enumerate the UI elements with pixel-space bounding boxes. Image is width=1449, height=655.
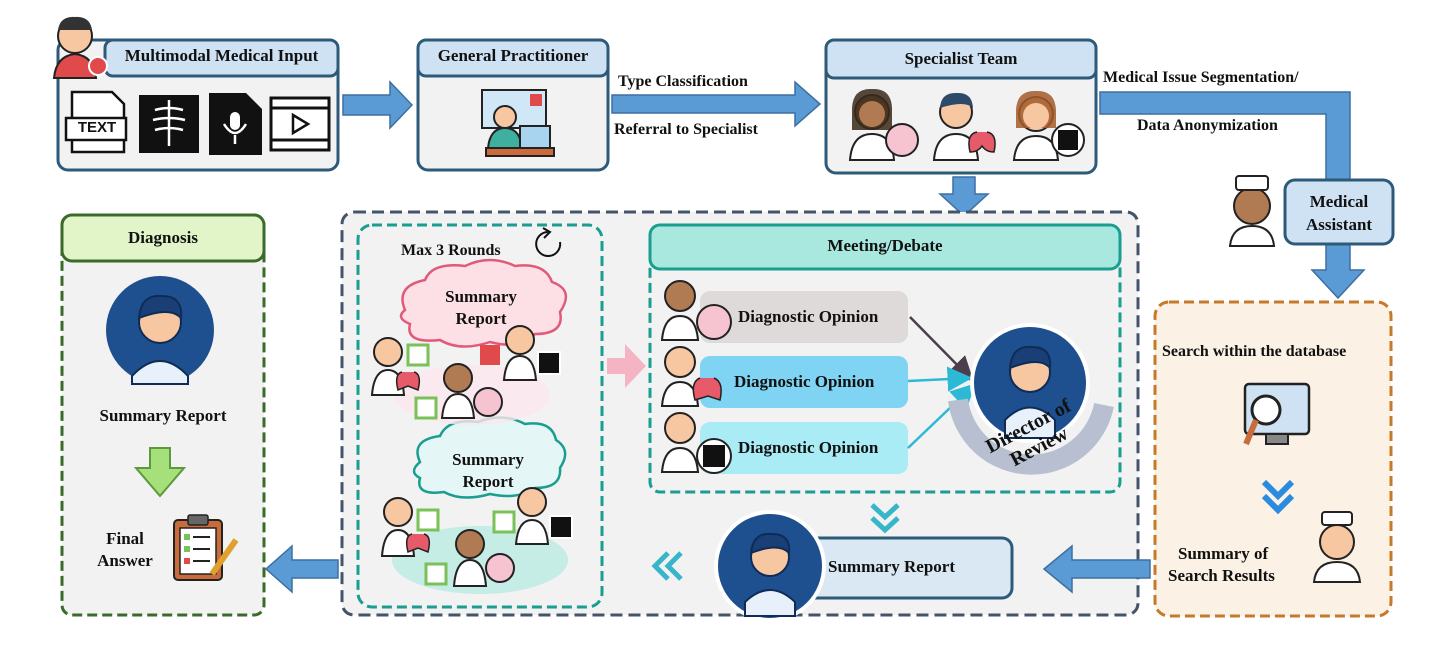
assistant-label: Medical Assistant — [1285, 190, 1393, 236]
final-answer-label: Final Answer — [90, 528, 160, 572]
director-avatar-icon — [1004, 345, 1056, 439]
referral-label: Referral to Specialist — [614, 121, 758, 138]
final-answer-line1: Final — [106, 529, 144, 548]
opinion-3-arrow — [907, 383, 976, 449]
summary-doctor-icon — [744, 532, 796, 617]
video-file-icon — [269, 96, 331, 152]
diagnosis-title: Diagnosis — [128, 228, 198, 247]
specialist-radiology-icon — [1012, 90, 1085, 161]
cloud-1-text: Summary Report — [415, 286, 547, 330]
type-classification-label: Type Classification — [618, 73, 748, 90]
text-icon-label: TEXT — [77, 119, 117, 136]
check-icon — [492, 510, 516, 534]
cloud-2-line1: Summary — [452, 450, 524, 469]
summary-report-label: Summary Report — [828, 557, 956, 576]
meeting-lung-icon — [660, 346, 722, 407]
check-icon — [414, 396, 438, 420]
cloud-2-line2: Report — [462, 472, 514, 491]
database-summary-line1: Summary of — [1178, 544, 1269, 563]
opinion-bar-3 — [700, 422, 908, 474]
assistant-label-line1: Medical — [1309, 192, 1369, 211]
round2-doctor-lung-icon — [380, 497, 431, 557]
arrow-specialist-to-meeting — [938, 176, 990, 218]
opinion-2: Diagnostic Opinion — [734, 372, 875, 391]
chevron-left-summary-icon — [651, 551, 683, 581]
cloud-1 — [399, 258, 568, 348]
cloud-2-text: Summary Report — [422, 449, 554, 493]
audio-file-icon — [209, 93, 262, 155]
database-search-icon — [1243, 382, 1311, 446]
diagnosis-summary: Summary Report — [99, 406, 227, 425]
specialist-neuro-icon — [848, 88, 919, 161]
round1-doctor-lung-icon — [370, 337, 421, 396]
segmentation-label-line2: Data Anonymization — [1137, 117, 1278, 134]
patient-icon — [52, 16, 108, 79]
text-file-icon — [64, 90, 128, 154]
opinion-bar-2 — [700, 356, 908, 408]
arrow-gp-to-specialist — [611, 80, 822, 128]
check-icon — [416, 508, 440, 532]
diagnosis-doctor-icon — [131, 294, 189, 385]
round1-neuro-icon — [440, 363, 503, 419]
final-answer-line2: Answer — [97, 551, 153, 570]
opinion-bar-1 — [700, 291, 908, 343]
database-summary-label: Summary of Search Results — [1168, 543, 1275, 587]
assistant-box — [1283, 178, 1395, 246]
check-icon — [406, 343, 430, 367]
gp-title: General Practitioner — [437, 46, 589, 65]
assistant-nurse-icon — [1228, 175, 1276, 247]
specialist-header — [824, 38, 1098, 80]
specialist-title: Specialist Team — [904, 49, 1018, 68]
assistant-label-line2: Assistant — [1305, 215, 1373, 234]
green-down-arrow-icon — [133, 447, 187, 498]
arrow-database-to-summary — [1042, 544, 1151, 594]
cross-icon — [480, 345, 500, 365]
meeting-neuro-icon — [660, 280, 732, 341]
opinion-3: Diagnostic Opinion — [738, 438, 879, 457]
gp-icon — [481, 89, 555, 157]
meeting-radiology-icon — [660, 412, 732, 474]
cloud-1-line1: Summary — [445, 287, 517, 306]
clipboard-icon — [173, 514, 239, 581]
round1-radiology-icon — [502, 325, 561, 381]
database-search-label: Search within the database — [1162, 343, 1347, 360]
opinion-1: Diagnostic Opinion — [738, 307, 879, 326]
gp-header — [416, 38, 610, 78]
refresh-icon — [535, 231, 562, 257]
xray-icon — [139, 95, 199, 153]
chevron-down-meeting-icon — [870, 503, 900, 534]
round2-radiology-icon — [514, 487, 573, 545]
rounds-title: Max 3 Rounds — [401, 242, 501, 259]
arrow-input-to-gp — [342, 80, 414, 130]
database-summary-line2: Search Results — [1168, 566, 1275, 585]
specialist-lung-icon — [932, 92, 996, 161]
diagnosis-header — [60, 213, 266, 263]
round2-neuro-icon — [452, 529, 515, 587]
arrow-to-diagnosis — [264, 544, 339, 594]
arrow-rounds-to-meeting — [607, 344, 646, 388]
meeting-title: Meeting/Debate — [827, 236, 943, 255]
check-icon — [424, 562, 448, 586]
director-ribbon — [948, 398, 1114, 475]
database-nurse-icon — [1312, 511, 1362, 583]
cloud-1-line2: Report — [455, 309, 507, 328]
database-chevron-down-icon — [1261, 479, 1295, 515]
segmentation-label-line1: Medical Issue Segmentation/ — [1103, 69, 1299, 86]
input-header — [103, 38, 340, 78]
opinion-2-arrow — [907, 366, 973, 392]
meeting-header — [648, 223, 1122, 271]
input-title: Multimodal Medical Input — [124, 46, 319, 65]
